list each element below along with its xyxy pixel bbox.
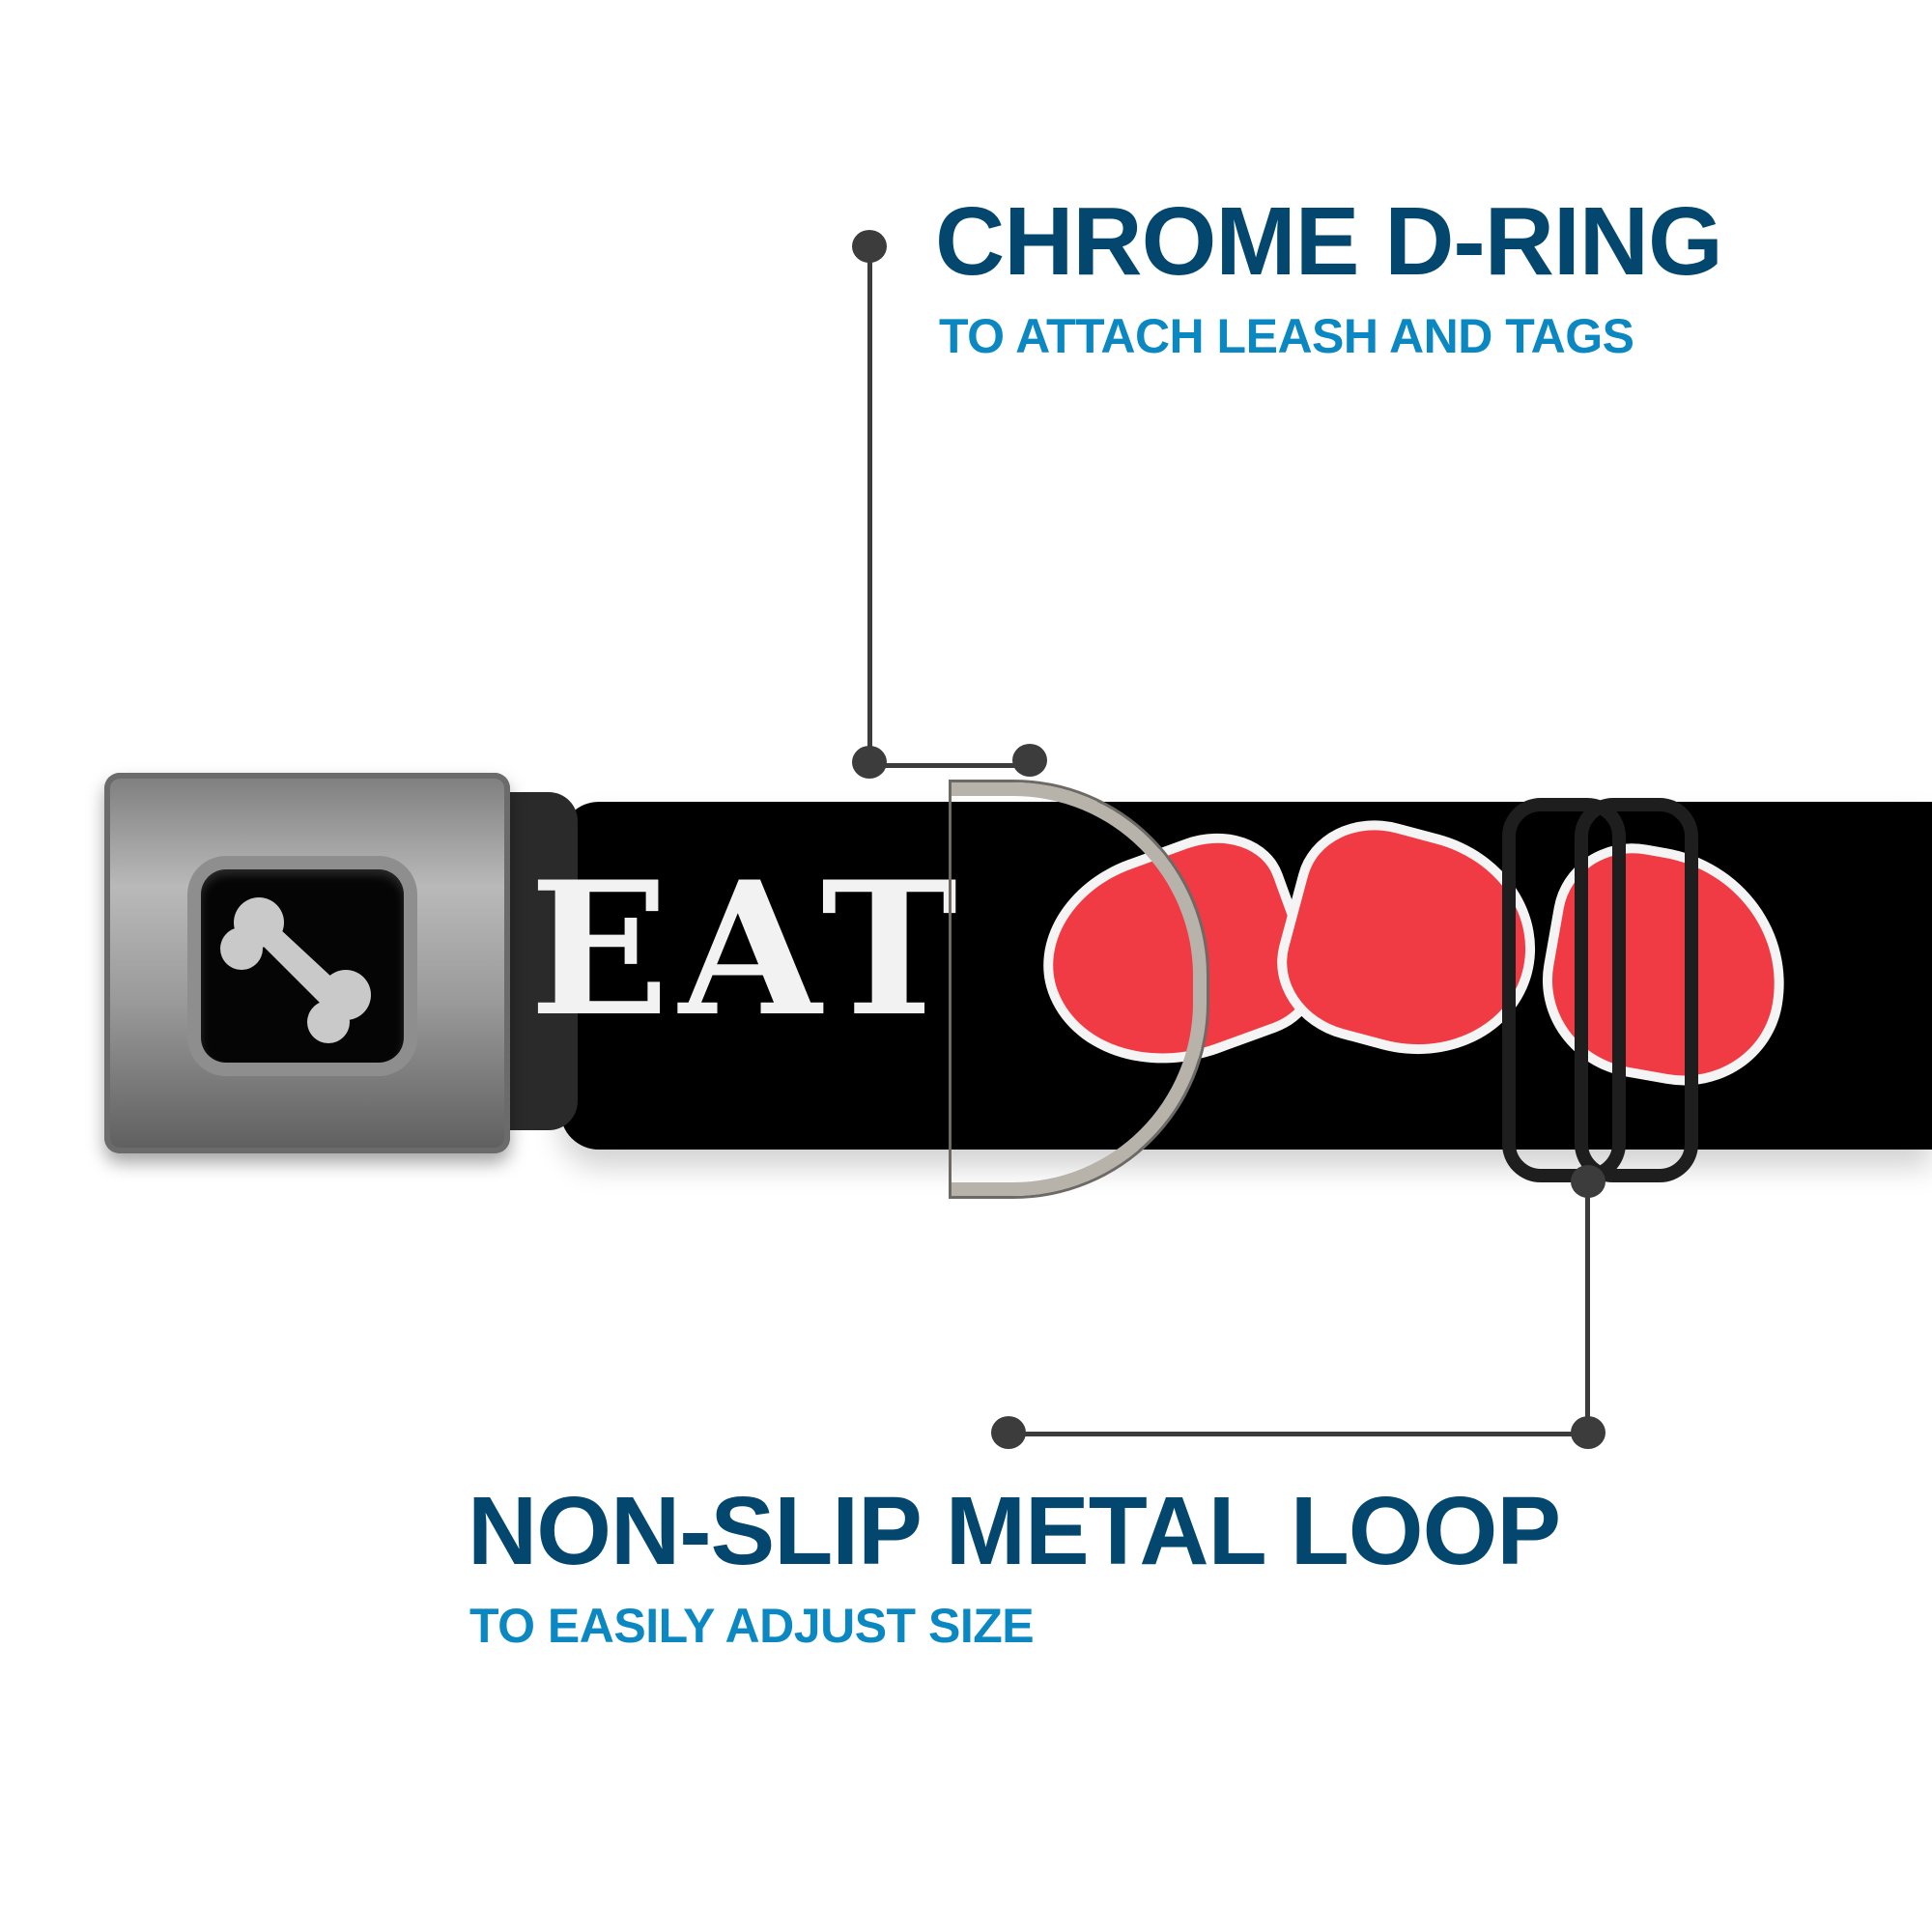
strap-print-text: EAT [529, 841, 968, 1057]
callout-connector-line [867, 247, 872, 765]
callout-connector-line [869, 763, 1034, 768]
callout-dot [852, 746, 887, 779]
callout-subtitle-d-ring: TO ATTACH LEASH AND TAGS [939, 309, 1634, 363]
callout-title-d-ring: CHROME D-RING [935, 187, 1723, 296]
callout-connector-line [1007, 1432, 1586, 1436]
callout-title-metal-loop: NON-SLIP METAL LOOP [468, 1477, 1561, 1585]
metal-loop-back [1575, 798, 1698, 1182]
seatbelt-buckle [104, 773, 510, 1153]
callout-dot [991, 1416, 1026, 1449]
bone-icon [220, 897, 371, 1043]
callout-subtitle-metal-loop: TO EASILY ADJUST SIZE [469, 1599, 1035, 1653]
buckle-face [201, 869, 404, 1063]
callout-dot [1012, 744, 1047, 777]
callout-connector-line [1585, 1180, 1590, 1434]
